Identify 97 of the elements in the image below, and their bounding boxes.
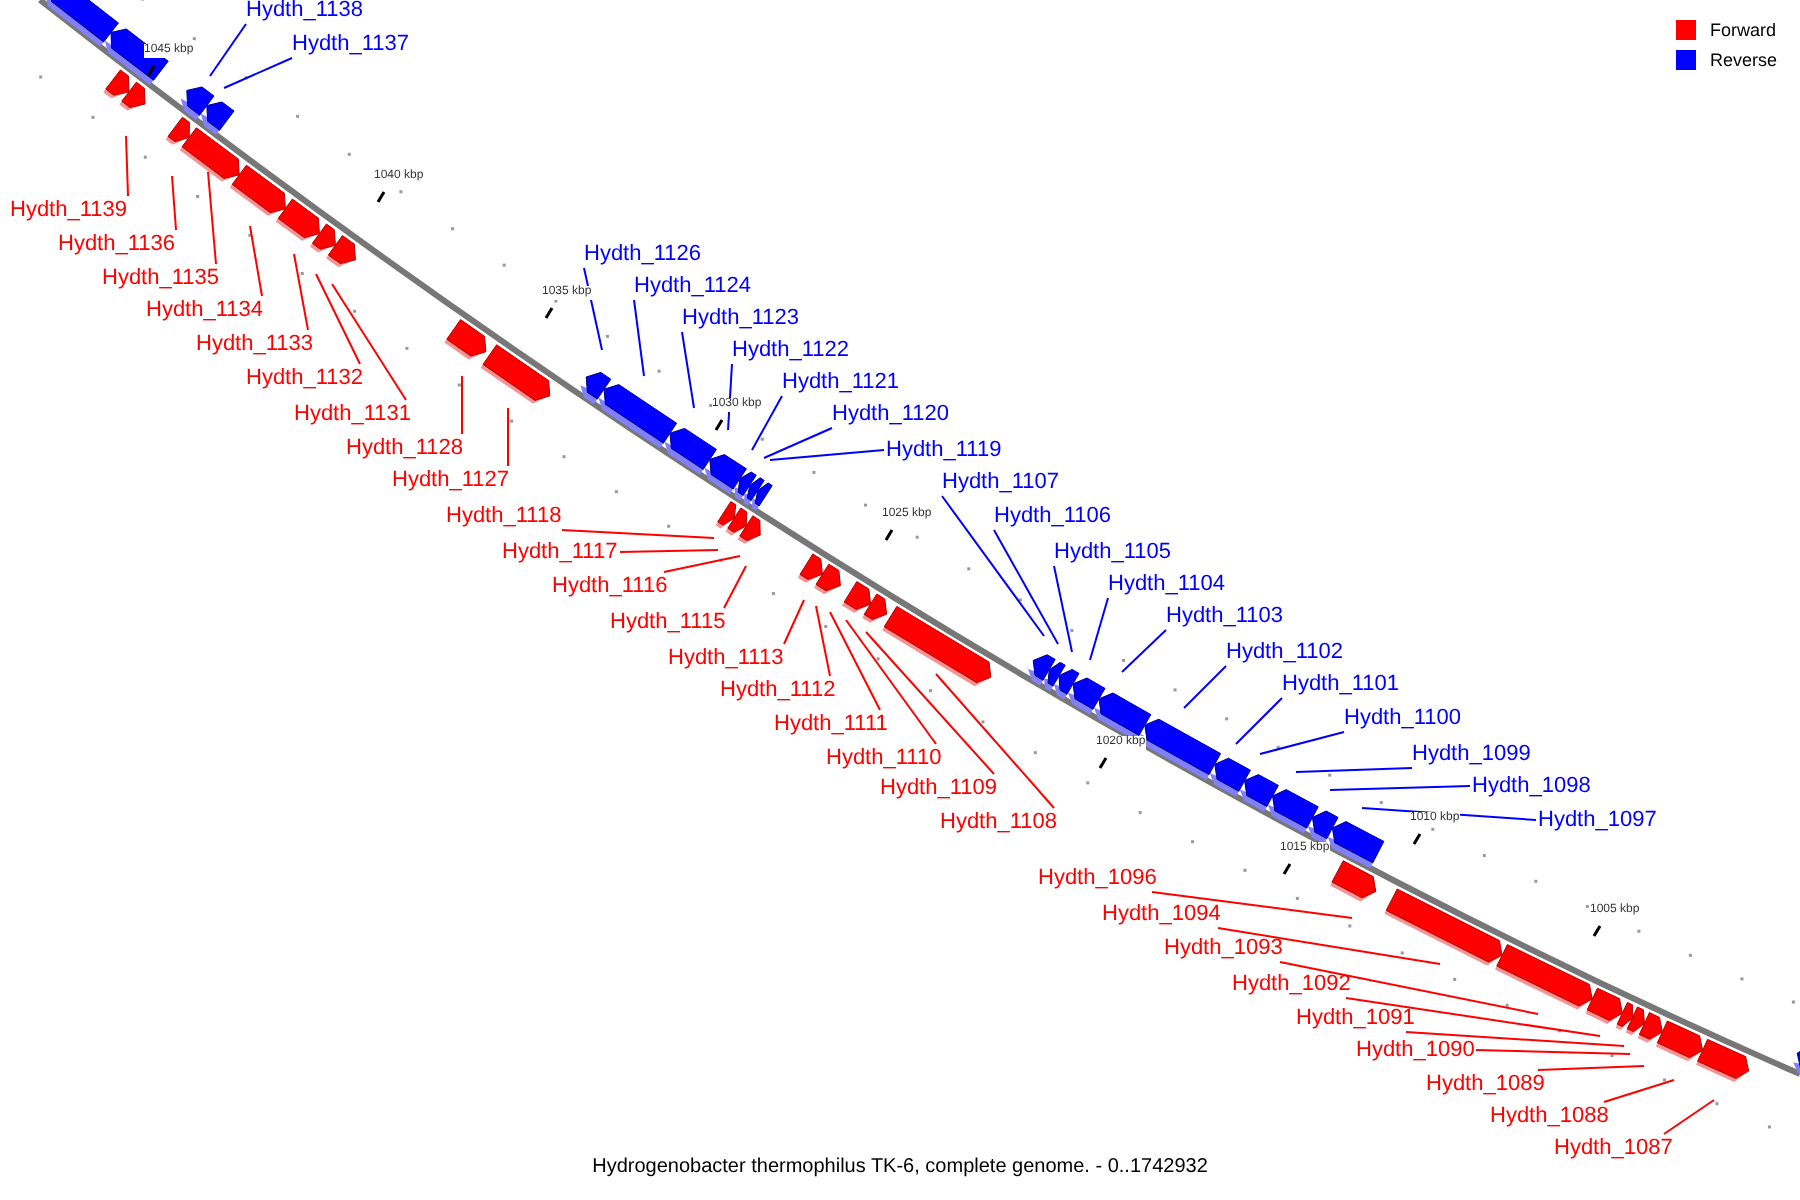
leader-line [207,171,217,265]
leader-line [681,331,695,409]
leader-line [935,673,1055,809]
leader-line [1405,1031,1625,1047]
leader-line [763,427,833,459]
leader-line [941,495,1045,637]
gene-label: Hydth_1090 [1356,1038,1475,1062]
gene-label: Hydth_1100 [1344,706,1462,730]
gene-label: Hydth_1115 [610,610,726,634]
gene-label: Hydth_1112 [720,678,836,702]
leader-line [783,599,805,645]
gene-label: Hydth_1117 [502,540,618,564]
leader-line [223,57,293,89]
gene-label: Hydth_1135 [102,266,220,290]
gene-label: Hydth_1093 [1164,936,1283,960]
gene-label: Hydth_1099 [1412,742,1531,766]
leader-line [1151,891,1353,919]
legend-label: Reverse [1710,50,1778,72]
gene-label: Hydth_1134 [146,298,264,322]
gene-label: Hydth_1121 [782,370,900,394]
gene-label: Hydth_1126 [584,242,702,266]
leader-line [1279,961,1539,1015]
leader-line [125,135,129,197]
gene-label: Hydth_1132 [246,366,364,390]
gene-label: Hydth_1116 [552,574,668,598]
leader-line [845,619,937,745]
leader-line [1259,731,1345,755]
gene-label: Hydth_1123 [682,306,800,330]
gene-label: Hydth_1137 [292,32,410,56]
gene-label: Hydth_1097 [1538,808,1657,832]
caption: Hydrogenobacter thermophilus TK-6, complete genome. - 0..1742932 [590,1156,1210,1178]
leader-line [815,605,831,677]
gene-label: Hydth_1136 [58,232,176,256]
gene-label: Hydth_1118 [446,504,562,528]
leader-line [171,175,177,231]
gene-label: Hydth_1094 [1102,902,1221,926]
gene-label: Hydth_1131 [294,402,412,426]
gene-label: Hydth_1088 [1490,1104,1609,1128]
leader-line [1329,785,1471,791]
leader-line [1183,665,1227,709]
gene-label: Hydth_1138 [246,0,364,22]
leader-line [619,549,719,553]
gene-label: Hydth_1113 [668,646,784,670]
gene-label: Hydth_1139 [10,198,128,222]
gene-label: Hydth_1127 [392,468,510,492]
gene-label: Hydth_1092 [1232,972,1351,996]
leader-line [507,407,509,467]
gene-label: Hydth_1120 [832,402,950,426]
leader-line [209,23,247,77]
legend-label: Forward [1710,20,1777,42]
leader-line [865,631,995,775]
leader-line [751,395,783,451]
gene-label: Hydth_1098 [1472,774,1591,798]
gene-label: Hydth_1111 [774,712,888,736]
leader-line [769,449,885,461]
gene-label: Hydth_1122 [732,338,850,362]
gene-label: Hydth_1102 [1226,640,1344,664]
leader-line [1235,697,1283,745]
gene-label: Hydth_1133 [196,332,314,356]
gene-label: Hydth_1091 [1296,1006,1415,1030]
gene-label: Hydth_1105 [1054,540,1172,564]
leader-line [461,375,463,435]
gene-label: Hydth_1107 [942,470,1060,494]
leader-line [1121,629,1167,673]
leader-line [1663,1099,1715,1135]
gene-label: Hydth_1128 [346,436,464,460]
gene-label: Hydth_1110 [826,746,942,770]
leader-line [315,273,361,365]
leader-line [1053,565,1073,653]
leader-line [633,299,645,377]
leader-line [663,555,741,573]
gene-label: Hydth_1124 [634,274,752,298]
leader-line [583,267,603,351]
leader-line [1475,1049,1631,1055]
gene-label: Hydth_1104 [1108,572,1226,596]
leader-line [249,225,263,297]
gene-label: Hydth_1101 [1282,672,1400,696]
leader-line [1295,767,1413,773]
gene-label: Hydth_1108 [940,810,1058,834]
gene-label: Hydth_1089 [1426,1072,1545,1096]
leader-line [561,529,715,539]
gene-label: Hydth_1106 [994,504,1112,528]
leader-line [1603,1079,1675,1103]
leader-line [293,253,309,331]
gene-label: Hydth_1103 [1166,604,1284,628]
gene-label: Hydth_1096 [1038,866,1157,890]
leader-line [1537,1065,1645,1071]
leader-line [1345,997,1601,1037]
leader-line [993,529,1059,645]
leader-line [1089,597,1109,661]
gene-label: Hydth_1109 [880,776,998,800]
leader-line [1217,927,1441,965]
leader-line [829,611,881,711]
gene-label: Hydth_1087 [1554,1136,1673,1160]
gene-label: Hydth_1119 [886,438,1002,462]
leader-line [723,565,747,609]
leader-line [331,283,407,401]
